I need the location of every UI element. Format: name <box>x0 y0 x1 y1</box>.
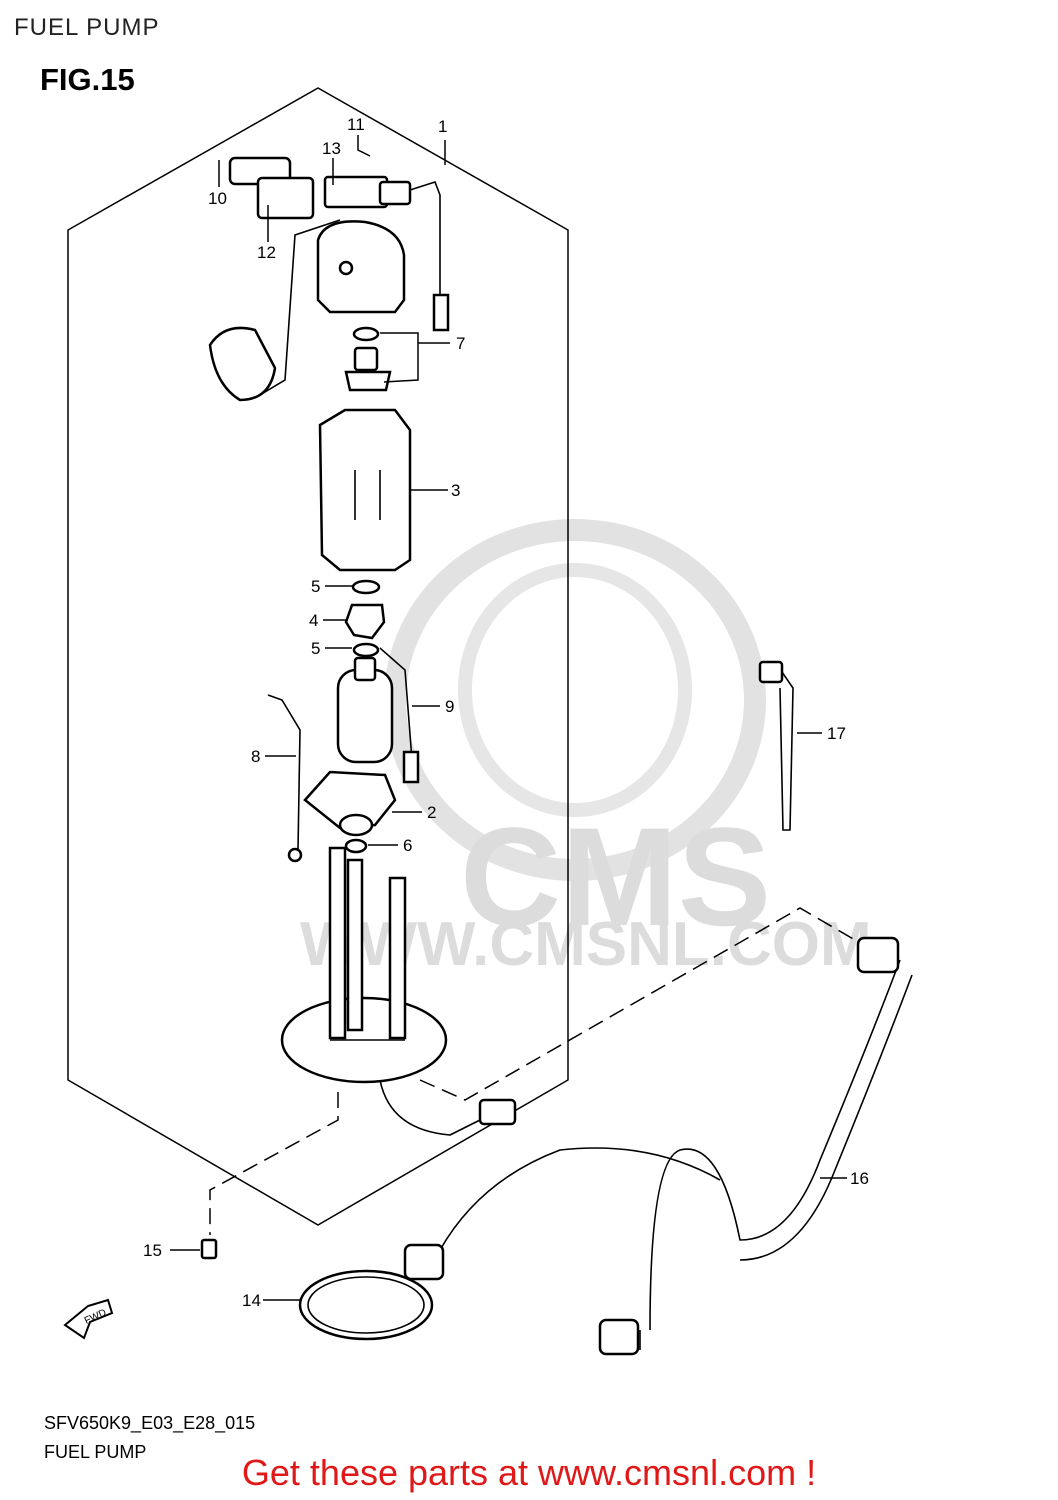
callout-15: 15 <box>143 1241 162 1260</box>
o-ring-small <box>344 838 368 854</box>
callout-labels: 1 2 3 4 5 5 6 7 8 9 10 11 12 13 14 15 16… <box>143 115 869 1310</box>
callout-12: 12 <box>257 243 276 262</box>
callout-5a: 5 <box>311 577 320 596</box>
fuel-level-sender <box>208 156 450 402</box>
callout-11: 11 <box>347 115 365 134</box>
washer-lower <box>352 642 380 658</box>
callout-2: 2 <box>427 803 436 822</box>
callout-17: 17 <box>827 724 846 743</box>
callout-9: 9 <box>445 697 454 716</box>
callout-3: 3 <box>451 481 460 500</box>
fuel-pump-motor <box>336 647 420 784</box>
diagram-code: SFV650K9_E03_E28_015 <box>44 1413 256 1433</box>
leader-lines <box>170 135 856 1301</box>
callout-7: 7 <box>456 334 465 353</box>
pump-holder-plate <box>280 846 448 1084</box>
callout-8: 8 <box>251 747 260 766</box>
coupler <box>478 1098 517 1126</box>
fuel-filter-case <box>318 408 412 572</box>
tank-gasket <box>298 1269 434 1341</box>
pump-cap <box>344 603 386 640</box>
callout-13: 13 <box>322 139 341 158</box>
assembly-outline <box>67 87 569 1226</box>
fuel-hose-assembly <box>439 959 901 1331</box>
page-header-title: FUEL PUMP <box>14 14 160 41</box>
harness-clamp <box>758 660 794 831</box>
watermark-url: WWW.CMSNL.COM <box>300 910 872 979</box>
callout-16: 16 <box>850 1169 869 1188</box>
pressure-regulator <box>344 326 392 392</box>
mounting-bolt <box>200 1238 218 1260</box>
washer-upper <box>351 579 381 595</box>
callout-10: 10 <box>208 189 227 208</box>
watermark-brand: CMS <box>460 798 771 955</box>
fwd-arrow-icon: FWD <box>63 1298 114 1340</box>
callout-1: 1 <box>438 117 447 136</box>
callout-6: 6 <box>403 836 412 855</box>
promo-link[interactable]: Get these parts at www.cmsnl.com ! <box>241 1452 817 1493</box>
callout-4: 4 <box>309 611 318 630</box>
ground-lead <box>267 694 301 851</box>
figure-number: FIG.15 <box>40 62 135 97</box>
callout-5b: 5 <box>311 639 320 658</box>
diagram-name: FUEL PUMP <box>44 1442 147 1462</box>
callout-14: 14 <box>242 1291 261 1310</box>
